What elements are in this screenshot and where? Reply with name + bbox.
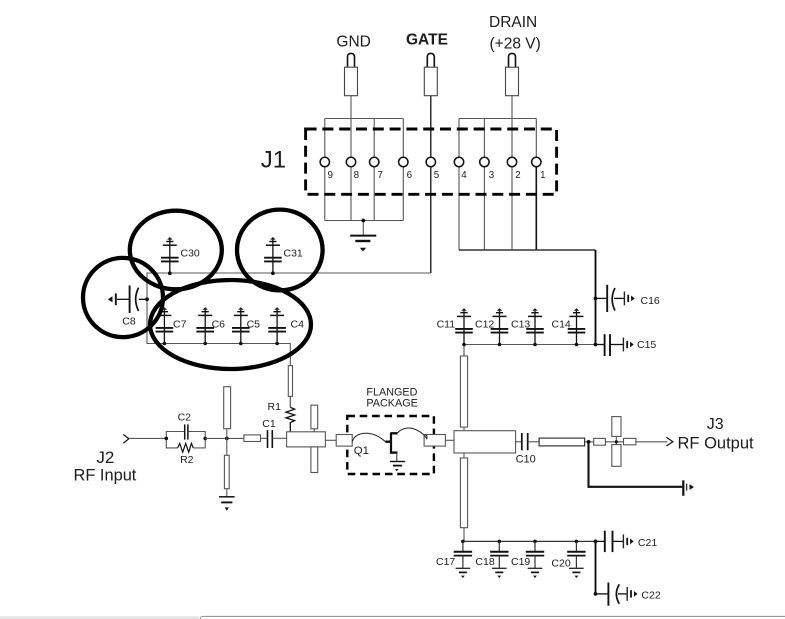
svg-text:(+28 V): (+28 V) (490, 35, 541, 52)
svg-text:C15: C15 (637, 339, 656, 351)
svg-text:C2: C2 (178, 411, 192, 423)
svg-text:C30: C30 (181, 247, 200, 259)
svg-text:C6: C6 (212, 319, 226, 331)
svg-text:2: 2 (515, 170, 520, 181)
svg-text:RF Input: RF Input (74, 466, 137, 484)
svg-text:C20: C20 (551, 557, 570, 569)
svg-text:FLANGED: FLANGED (366, 387, 417, 399)
svg-text:Q1: Q1 (354, 445, 369, 457)
svg-text:C17: C17 (436, 556, 455, 568)
svg-text:C10: C10 (516, 453, 536, 465)
svg-text:C5: C5 (247, 319, 261, 331)
svg-text:PACKAGE: PACKAGE (366, 398, 417, 410)
svg-text:DRAIN: DRAIN (489, 14, 537, 31)
svg-text:GATE: GATE (406, 31, 448, 48)
svg-text:1: 1 (540, 170, 545, 181)
svg-text:C11: C11 (437, 319, 456, 331)
svg-text:J2: J2 (96, 448, 114, 467)
svg-text:GND: GND (336, 33, 370, 50)
svg-text:RF Output: RF Output (678, 434, 755, 452)
svg-text:9: 9 (328, 170, 333, 181)
svg-text:R2: R2 (180, 454, 194, 466)
svg-text:C7: C7 (173, 319, 187, 331)
svg-text:5: 5 (434, 170, 440, 181)
svg-text:C16: C16 (641, 295, 660, 307)
svg-text:C8: C8 (122, 316, 136, 328)
svg-text:7: 7 (378, 170, 383, 181)
svg-text:C12: C12 (475, 319, 494, 331)
svg-text:R1: R1 (268, 401, 282, 413)
svg-text:J3: J3 (707, 416, 724, 433)
svg-text:C4: C4 (291, 319, 305, 331)
svg-text:C21: C21 (638, 537, 657, 549)
svg-text:C1: C1 (262, 418, 276, 430)
svg-text:C22: C22 (641, 590, 660, 602)
svg-text:J1: J1 (261, 147, 286, 174)
svg-text:C14: C14 (552, 319, 571, 331)
svg-text:4: 4 (461, 170, 467, 181)
svg-text:8: 8 (354, 170, 360, 181)
svg-text:C18: C18 (475, 556, 494, 568)
svg-text:6: 6 (407, 170, 413, 181)
svg-text:C13: C13 (511, 319, 530, 331)
svg-text:3: 3 (489, 170, 495, 181)
svg-text:C31: C31 (284, 247, 303, 259)
svg-text:C19: C19 (511, 556, 530, 568)
